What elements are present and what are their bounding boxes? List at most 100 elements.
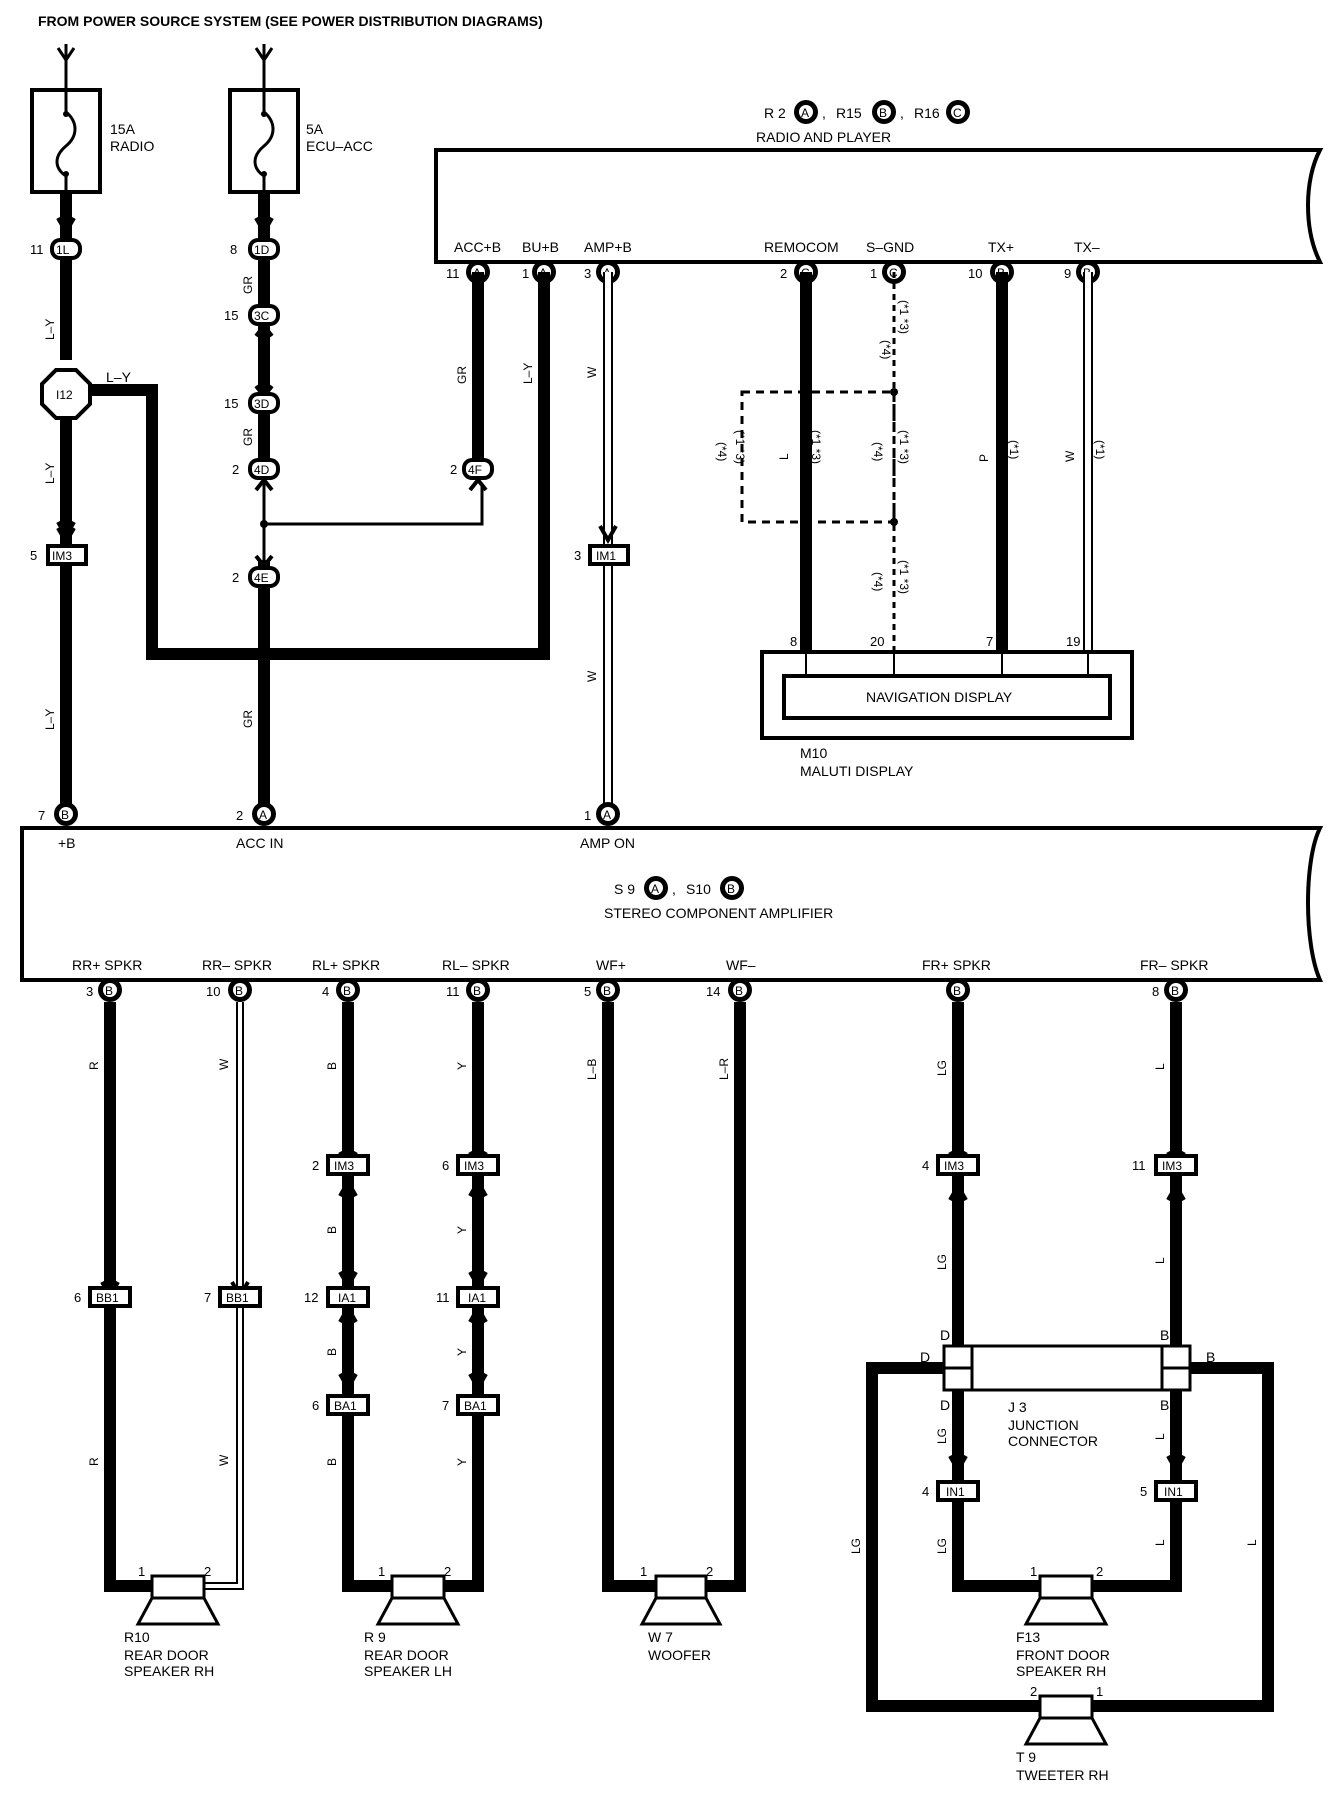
label-w-rr-1: W	[217, 1058, 231, 1070]
terminal-s-gnd: S–GND	[866, 239, 914, 255]
svg-text:,: ,	[900, 105, 904, 121]
svg-text:6: 6	[312, 1398, 319, 1413]
amp-terminal-wf-minus: WF–	[726, 957, 756, 973]
svg-text:IN1: IN1	[946, 1485, 965, 1499]
svg-text:IA1: IA1	[338, 1291, 356, 1305]
fuse-radio	[30, 88, 102, 194]
terminal-tx-plus: TX+	[988, 239, 1014, 255]
connector-in1-front-lg: 4 IN1	[922, 1480, 980, 1502]
svg-text:1: 1	[378, 1564, 385, 1579]
svg-text:,: ,	[672, 881, 676, 897]
label-l-r: L–R	[717, 1058, 731, 1080]
wire-l-tweeter	[1092, 1362, 1274, 1712]
label-gr-2: GR	[241, 428, 255, 446]
fuse-radio-rating: 15A	[110, 121, 136, 137]
amp-terminal-acc-in: ACC IN	[236, 835, 283, 851]
label-b-3: B	[325, 1348, 339, 1356]
pin-badge-rr-minus: B	[228, 978, 252, 1002]
label-b-2: B	[325, 1226, 339, 1234]
pin-badge-plus-b: B	[54, 802, 78, 826]
speaker-woofer-line1: WOOFER	[648, 1647, 711, 1663]
speaker-tweeter-ref: T 9	[1016, 1749, 1036, 1765]
speaker-woofer-ref: W 7	[648, 1629, 673, 1645]
svg-text:10: 10	[206, 984, 220, 999]
pin-badge-fr-minus: B	[1164, 978, 1188, 1002]
speaker-rear-door-lh-icon	[375, 1574, 461, 1626]
terminal-remocom: REMOCOM	[764, 239, 839, 255]
note-s-gnd-4-top: (*4)	[879, 340, 893, 359]
connector-1d: 8 1D	[230, 238, 280, 260]
svg-text:B: B	[1171, 984, 1179, 998]
junction-name-2: CONNECTOR	[1008, 1433, 1098, 1449]
radio-and-player-box	[434, 148, 1324, 264]
svg-text:3: 3	[574, 548, 581, 563]
svg-text:11: 11	[1132, 1158, 1146, 1173]
wire-y-rl-minus	[444, 1002, 484, 1592]
note-s-gnd-13-top: (*1 *3)	[897, 300, 911, 334]
svg-text:8: 8	[1152, 984, 1159, 999]
svg-text:2: 2	[312, 1158, 319, 1173]
connector-in1-front-l: 5 IN1	[1140, 1480, 1198, 1502]
svg-text:IN1: IN1	[1164, 1485, 1183, 1499]
svg-text:IA1: IA1	[468, 1291, 486, 1305]
optional-dashed-loop	[740, 390, 896, 524]
note-tx-plus: (*1)	[1007, 440, 1021, 459]
connector-3c: 15 3C	[224, 304, 280, 326]
speaker-rear-lh-ref: R 9	[364, 1629, 386, 1645]
junction-name-1: JUNCTION	[1008, 1417, 1079, 1433]
connector-im3-fr-plus: 4 IM3	[922, 1154, 980, 1176]
pin-badge-amp-on: A	[596, 802, 620, 826]
label-w-1: W	[585, 366, 599, 378]
label-lg-1: LG	[935, 1060, 949, 1076]
fuse-ecu-rating: 5A	[306, 121, 324, 137]
wire-l-r-wf-minus	[706, 1002, 746, 1592]
radio-ref-1: R 2	[764, 105, 786, 121]
svg-text:4D: 4D	[254, 463, 270, 477]
svg-text:7: 7	[38, 808, 45, 823]
note-remocom-13: (*1 *3)	[809, 430, 823, 464]
svg-text:IM3: IM3	[334, 1159, 354, 1173]
svg-text:1L: 1L	[56, 243, 70, 257]
svg-text:B: B	[953, 984, 961, 998]
svg-text:14: 14	[706, 984, 720, 999]
svg-text:1: 1	[138, 1564, 145, 1579]
speaker-front-rh-line2: SPEAKER RH	[1016, 1663, 1106, 1679]
arrow-into-1d	[254, 217, 274, 237]
connector-im1: 3 IM1	[574, 544, 630, 566]
speaker-woofer-icon	[639, 1574, 723, 1626]
svg-text:2: 2	[204, 1564, 211, 1579]
junction-i12: I12	[40, 368, 92, 420]
multi-display-box	[760, 650, 1134, 740]
terminal-acc-b: ACC+B	[454, 239, 501, 255]
svg-text:3: 3	[584, 266, 591, 281]
pin-badge-fr-plus: B	[946, 978, 970, 1002]
pin-badge-acc-in: A	[252, 802, 276, 826]
amp-terminal-rr-minus: RR– SPKR	[202, 957, 272, 973]
speaker-rear-rh-ref: R10	[124, 1629, 150, 1645]
svg-text:1: 1	[870, 266, 877, 281]
svg-text:D: D	[940, 1327, 950, 1343]
radio-ref-3: R16	[914, 105, 940, 121]
fuse-radio-name: RADIO	[110, 138, 154, 154]
label-l-y-1: L–Y	[43, 319, 57, 340]
svg-text:2: 2	[1030, 1684, 1037, 1699]
svg-text:,: ,	[822, 105, 826, 121]
connector-3d: 15 3D	[224, 392, 280, 414]
label-w-rr-2: W	[217, 1454, 231, 1466]
svg-text:B: B	[343, 984, 351, 998]
junction-connector-j3	[942, 1344, 1192, 1392]
svg-text:3: 3	[86, 984, 93, 999]
wire-r-rr-plus	[104, 1002, 152, 1592]
svg-text:2: 2	[232, 570, 239, 585]
label-lg-4: LG	[935, 1538, 949, 1554]
svg-text:BB1: BB1	[96, 1291, 119, 1305]
speaker-tweeter-line1: TWEETER RH	[1016, 1767, 1109, 1783]
label-w-2: W	[585, 670, 599, 682]
label-l-y-5: L–Y	[521, 363, 535, 384]
fuse-ecu-acc	[228, 88, 300, 194]
svg-text:11: 11	[30, 242, 44, 257]
note-tx-minus: (*1)	[1093, 440, 1107, 459]
svg-text:IM3: IM3	[944, 1159, 964, 1173]
svg-text:4E: 4E	[254, 571, 269, 585]
wire-l-y-branch	[90, 272, 550, 660]
